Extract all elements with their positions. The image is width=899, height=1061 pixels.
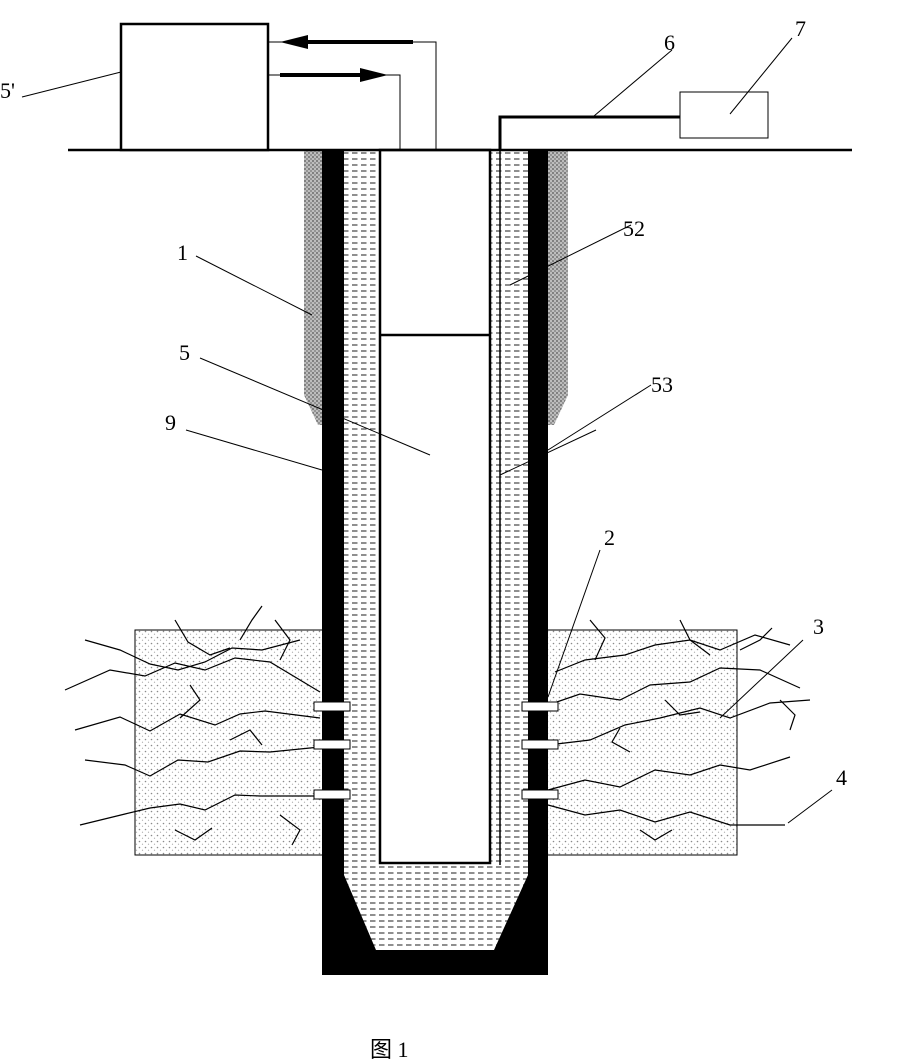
annulus-fluid-right xyxy=(490,150,528,870)
callout-6: 6 xyxy=(664,30,675,55)
inner-tubing xyxy=(380,150,490,863)
supply-line xyxy=(268,75,400,150)
callout-53: 53 xyxy=(651,372,673,397)
callout-7: 7 xyxy=(795,16,806,41)
supply-arrow xyxy=(360,68,388,82)
casing-right-wall xyxy=(528,150,548,870)
casing-left-wall xyxy=(322,150,344,870)
surface-unit-5prime xyxy=(121,24,268,150)
cement-sheath-right xyxy=(548,150,568,425)
callout-1: 1 xyxy=(177,240,188,265)
figure-caption: 图 1 xyxy=(370,1037,409,1061)
annulus-fluid-left xyxy=(344,150,380,870)
return-line xyxy=(268,42,436,150)
callout-2: 2 xyxy=(604,525,615,550)
callout-4: 4 xyxy=(836,765,847,790)
callout-9: 9 xyxy=(165,410,176,435)
callout-3: 3 xyxy=(813,614,824,639)
cement-sheath-left xyxy=(304,150,322,425)
return-arrow xyxy=(280,35,308,49)
callout-52: 52 xyxy=(623,216,645,241)
cable-6 xyxy=(500,117,680,150)
callout-5prime: 5' xyxy=(0,78,15,103)
callout-5: 5 xyxy=(179,340,190,365)
device-7 xyxy=(680,92,768,138)
